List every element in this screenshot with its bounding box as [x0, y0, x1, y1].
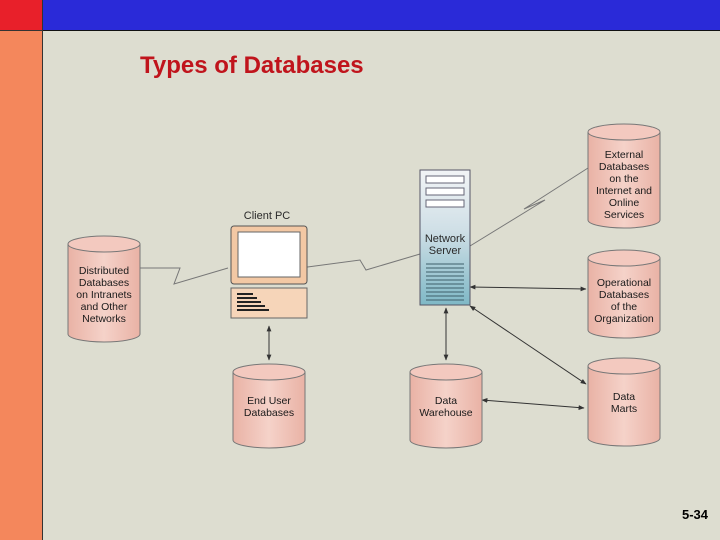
db-marts-line-1: Data	[613, 391, 635, 403]
db-end-user-line-1: End User	[247, 395, 291, 407]
db-warehouse-line-1: Data	[435, 395, 457, 407]
connections	[140, 168, 588, 284]
db-operational-line-1: Operational	[597, 277, 651, 289]
link-server-external	[470, 168, 588, 246]
db-distributed-line-3: on Intranets	[76, 289, 131, 301]
client-pc: Client PC	[231, 210, 307, 318]
db-marts-line-2: Marts	[611, 403, 637, 415]
arrow-server-operational	[470, 287, 586, 289]
db-distributed-line-2: Databases	[79, 277, 129, 289]
db-distributed-line-5: Networks	[82, 313, 126, 325]
arrow-warehouse-marts	[482, 400, 584, 408]
slide-number: 5-34	[682, 507, 708, 522]
db-operational-line-2: Databases	[599, 289, 649, 301]
link-pc-server	[300, 254, 420, 270]
db-external-line-5: Online	[609, 197, 640, 209]
db-external-line-6: Services	[604, 209, 644, 221]
server-label-1: Network	[425, 233, 466, 245]
db-external-line-3: on the	[609, 173, 638, 185]
db-distributed-line-1: Distributed	[79, 265, 129, 277]
db-end-user: End User Databases	[233, 364, 305, 448]
db-external-line-1: External	[605, 149, 644, 161]
db-end-user-line-2: Databases	[244, 407, 294, 419]
db-operational-line-3: of the	[611, 301, 637, 313]
db-warehouse-line-2: Warehouse	[419, 407, 472, 419]
server-label-2: Server	[429, 245, 462, 257]
db-external-line-4: Internet and	[596, 185, 652, 197]
client-pc-label: Client PC	[244, 210, 291, 222]
db-distributed: Distributed Databases on Intranets and O…	[68, 236, 140, 342]
db-operational: Operational Databases of the Organizatio…	[588, 250, 660, 338]
db-external-line-2: Databases	[599, 161, 649, 173]
arrow-server-marts	[470, 306, 586, 384]
db-external: External Databases on the Internet and O…	[588, 124, 660, 228]
db-marts: Data Marts	[588, 358, 660, 446]
link-distributed-pc	[140, 268, 228, 284]
db-distributed-line-4: and Other	[81, 301, 128, 313]
db-warehouse: Data Warehouse	[410, 364, 482, 448]
db-operational-line-4: Organization	[594, 313, 654, 325]
network-server: Network Server	[420, 170, 470, 305]
